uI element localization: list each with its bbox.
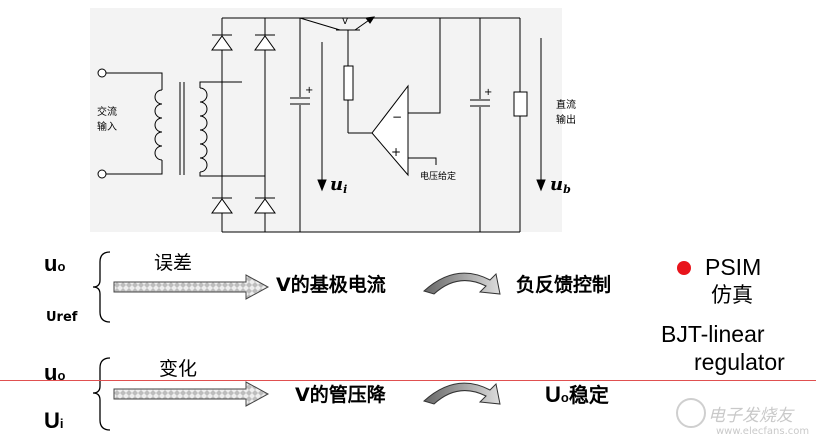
row1-outcome: 负反馈控制 (516, 274, 612, 296)
row1-long-arrow (113, 274, 270, 300)
psim-title: PSIM (705, 254, 762, 280)
row2-uo-label: uo (44, 360, 66, 385)
regulator-label: regulator (694, 349, 785, 375)
input-voltage-label: ui (330, 174, 347, 196)
diode-top-left (211, 34, 233, 51)
opamp-minus: − (392, 110, 402, 124)
row1-brace (92, 251, 111, 323)
psim-subtitle: 仿真 (711, 283, 753, 307)
diode-top-right (254, 34, 276, 51)
row2-long-arrow (113, 381, 270, 407)
row2-ui-label: Ui (44, 408, 64, 433)
red-divider-line (0, 380, 816, 381)
base-resistor (343, 65, 354, 101)
row2-arrow-label: 变化 (159, 358, 198, 380)
secondary-wire-bottom (199, 172, 265, 177)
bjt-linear-label: BJT-linear (661, 321, 765, 347)
input-cap-plus: + (305, 85, 313, 96)
opamp-pos-reference (408, 157, 437, 165)
row1-uo-label: uo (44, 251, 66, 276)
diode-bottom-right (254, 197, 276, 214)
ac-terminal-top (97, 68, 107, 78)
ac-terminal-bottom (97, 169, 107, 179)
row1-arrow-label: 误差 (154, 252, 193, 274)
voltage-reference-label: 电压给定 (420, 170, 456, 182)
dc-output-label-1: 直流 (556, 98, 576, 111)
transistor-collector (299, 17, 341, 31)
output-cap-plus: + (484, 87, 492, 98)
watermark-main: 电子发烧友 (708, 406, 793, 426)
ac-input-label-2: 输入 (97, 120, 117, 133)
transformer-secondary-coil (199, 87, 208, 173)
ac-wire-bottom (106, 160, 163, 175)
row2-result: V的管压降 (295, 384, 386, 406)
output-voltage-label: ub (550, 174, 571, 196)
opamp-plus: + (391, 145, 401, 159)
row1-uref-label: Uref (46, 310, 78, 325)
diode-bottom-left (211, 197, 233, 214)
ac-input-label-1: 交流 (97, 105, 117, 118)
load-resistor (513, 91, 528, 117)
row2-brace (92, 357, 111, 431)
ac-wire-top (106, 72, 163, 90)
dc-output-label-2: 输出 (556, 113, 576, 126)
row2-curved-arrow (423, 382, 501, 405)
row2-outcome: Uo稳定 (545, 382, 609, 407)
opamp-neg-feedback (408, 18, 441, 114)
transistor-label: V (342, 17, 349, 27)
watermark-url: www.elecfans.com (716, 426, 810, 437)
transformer-primary-coil (154, 89, 163, 161)
schematic-background (90, 8, 562, 232)
psim-bullet-dot (677, 261, 691, 275)
ui-arrow-head (317, 179, 327, 192)
row1-curved-arrow (423, 272, 501, 295)
transistor-emitter-arrow (365, 16, 376, 24)
error-amplifier (371, 84, 409, 177)
ub-arrow-head (536, 179, 546, 192)
watermark-logo-icon (676, 398, 706, 428)
row1-result: V的基极电流 (276, 274, 386, 296)
